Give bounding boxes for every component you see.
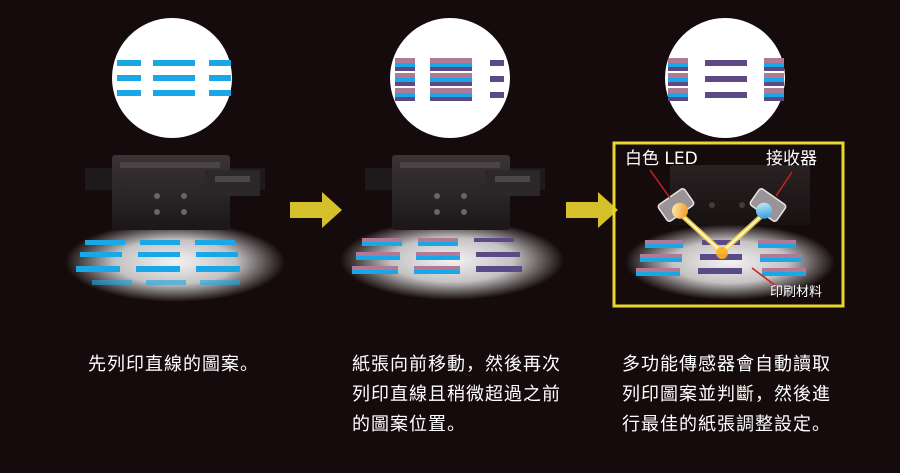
sensor-detail-frame (612, 141, 845, 308)
next-step-arrow-icon (566, 192, 618, 228)
step-1-caption: 先列印直線的圖案。 (88, 350, 259, 380)
led-callout-line (649, 169, 671, 199)
print-media-label: 印刷材料 (770, 285, 823, 300)
step-2-print-head (365, 155, 545, 230)
next-step-arrow-icon (290, 192, 342, 228)
step-1-light-pool (65, 222, 285, 302)
step-2-caption: 紙張向前移動，然後再次 列印直線且稍微超過之前 的圖案位置。 (352, 350, 561, 440)
step-2-caption-line: 的圖案位置。 (352, 414, 466, 435)
step-2-printed-pattern (352, 238, 522, 274)
step-2-caption-line: 列印直線且稍微超過之前 (352, 384, 561, 405)
step-2-magnified-lines (395, 58, 504, 101)
receiver-callout-line (775, 171, 793, 197)
step-2-caption-line: 紙張向前移動，然後再次 (352, 354, 561, 375)
step-3-illustration (612, 18, 845, 308)
step-3-magnified-lines (668, 58, 784, 101)
step-3-caption-line: 多功能傳感器會自動讀取 (622, 354, 831, 375)
white-led-icon (657, 188, 695, 222)
receiver-icon (749, 188, 787, 222)
step-2-illustration (340, 18, 564, 300)
step-1-print-head (85, 155, 265, 230)
media-callout-line (751, 267, 777, 287)
step-3-caption-line: 列印圖案並判斷，然後進 (622, 384, 831, 405)
step-1-caption-line: 先列印直線的圖案。 (88, 354, 259, 375)
step-3-sensor-housing (670, 165, 810, 225)
step-3-caption: 多功能傳感器會自動讀取 列印圖案並判斷，然後進 行最佳的紙張調整設定。 (622, 350, 831, 440)
step-3-caption-line: 行最佳的紙張調整設定。 (622, 414, 831, 435)
step-1-magnified-lines (117, 60, 231, 96)
receiver-label: 接收器 (766, 149, 817, 169)
step-1-illustration (65, 18, 285, 302)
white-led-label: 白色 LED (625, 149, 698, 169)
step-1-printed-pattern (76, 240, 240, 285)
